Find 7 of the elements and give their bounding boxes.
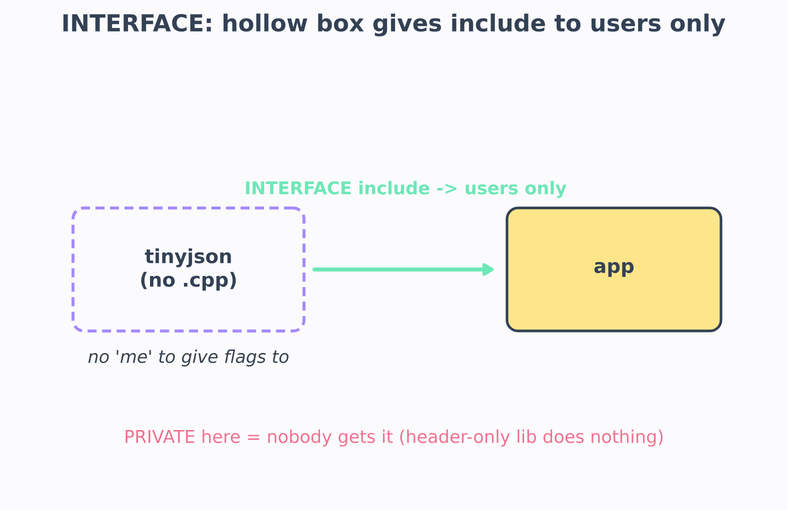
note-text: no 'me' to give flags to [88,350,288,366]
note-text: PRIVATE here = nobody gets it (header-only lib does nothing) [126,429,663,446]
arrow [312,263,494,276]
rounded-box: app [506,206,722,332]
title: INTERFACE: hollow box gives include to users only [63,14,726,36]
dashed-box: tinyjson (no .cpp) [72,206,306,332]
edge-label: INTERFACE include -> users only [243,180,568,200]
